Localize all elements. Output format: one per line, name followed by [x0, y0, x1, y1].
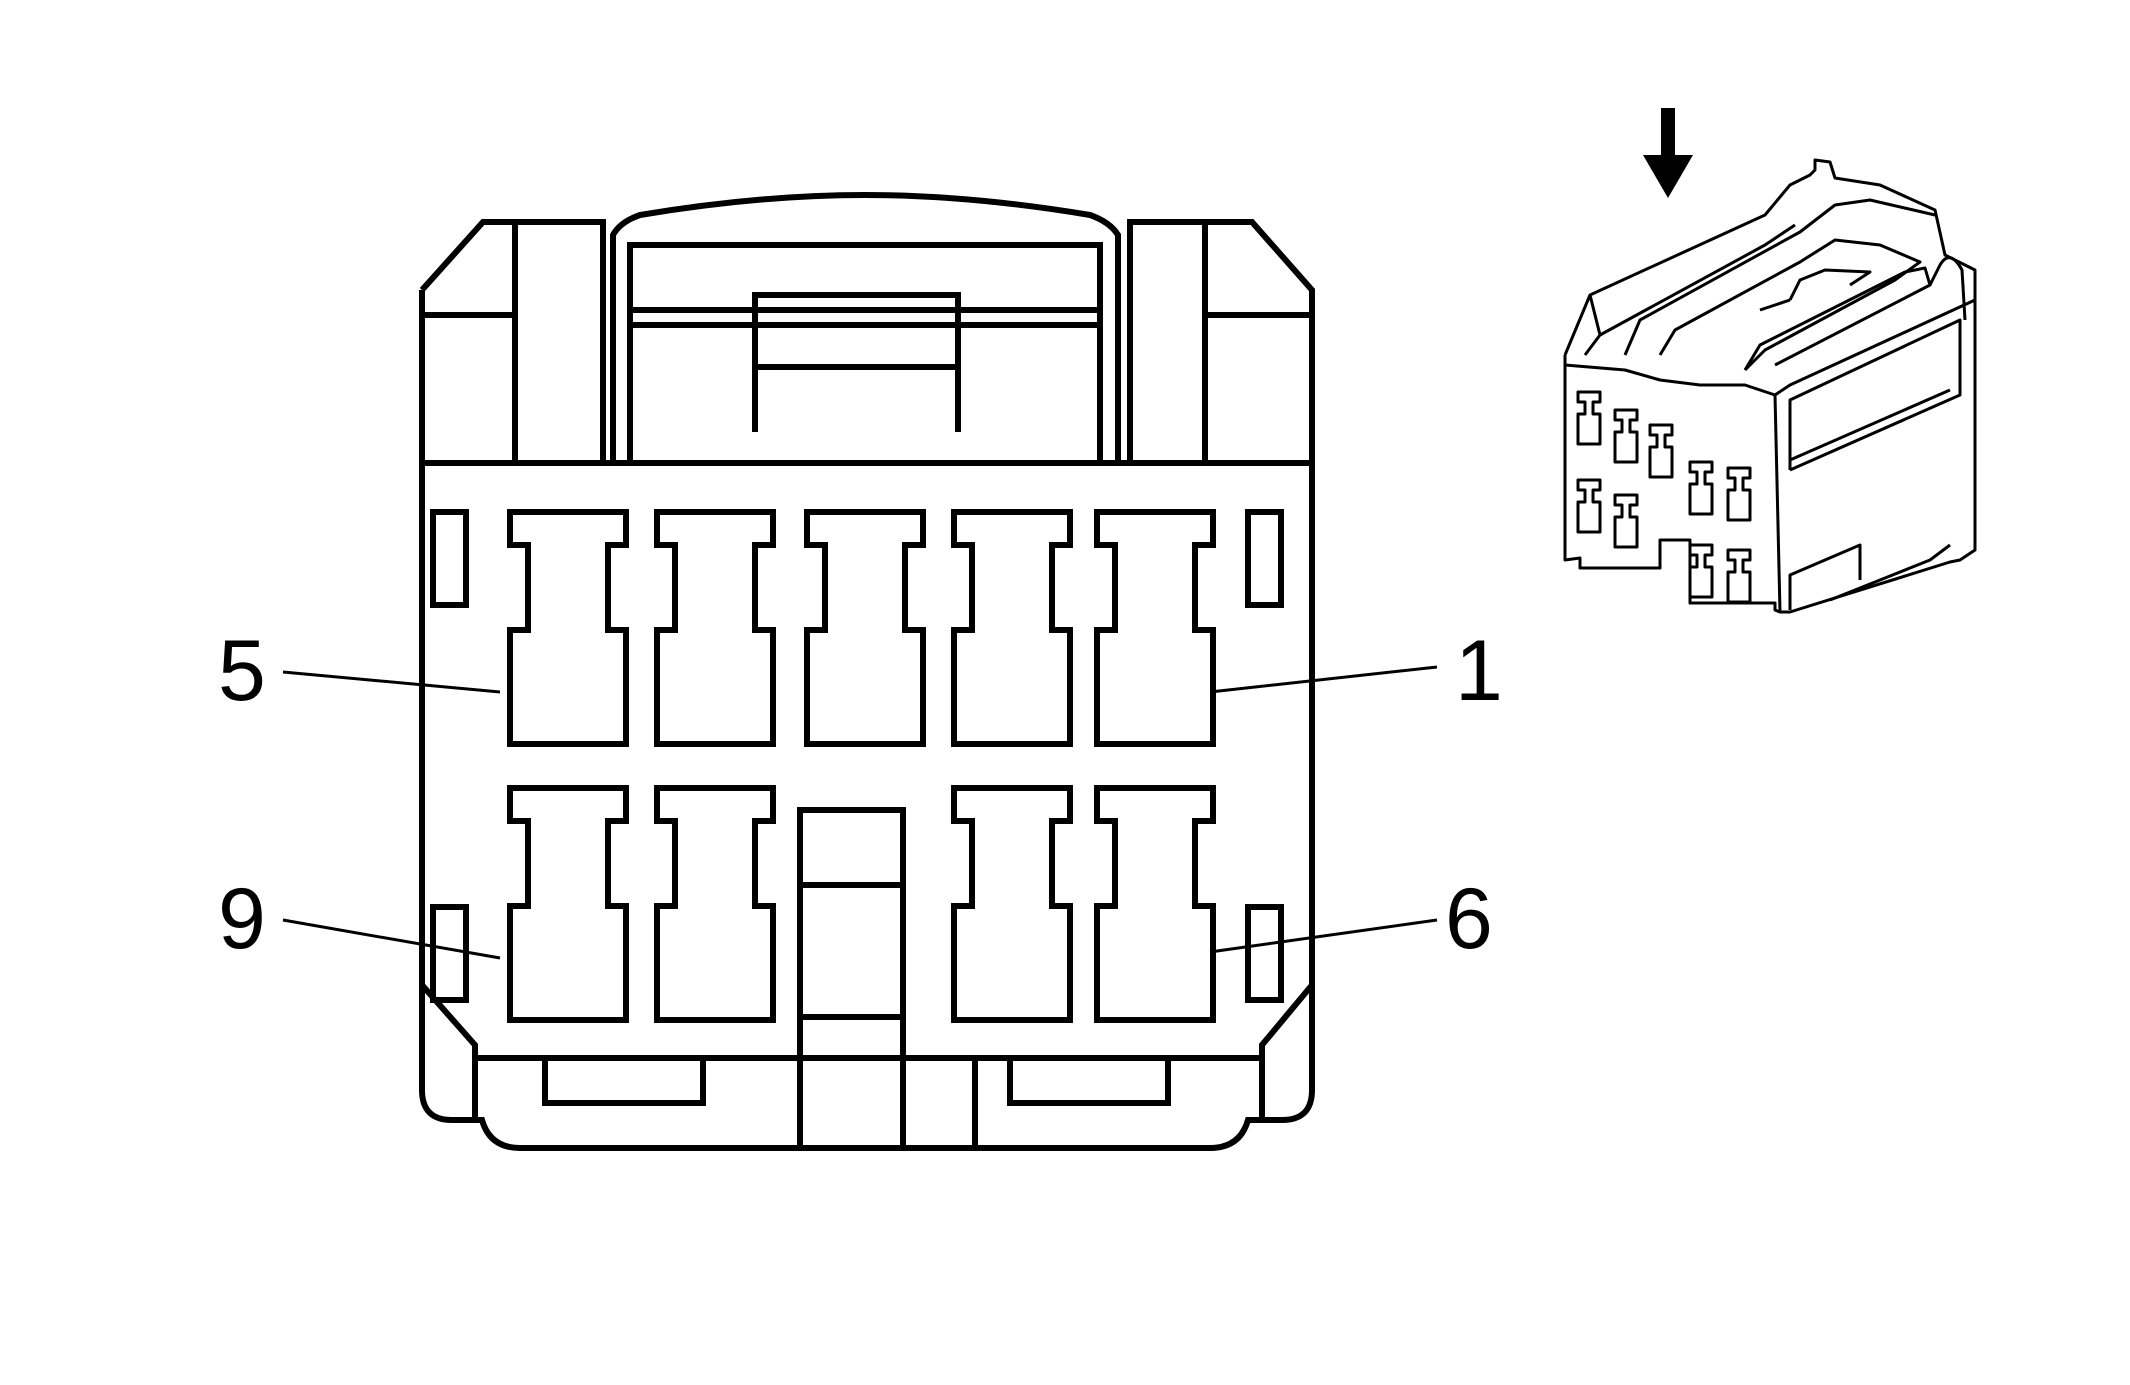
- iso-top-ridge-1: [1583, 223, 1796, 356]
- iso-cavity-row1-1: [1576, 390, 1602, 446]
- bottom-skirt: [419, 983, 1315, 1120]
- iso-cavity-row2-4: [1726, 548, 1752, 604]
- terminal-cavity-row2-9: [507, 785, 629, 1023]
- skirt-slot-right: [1007, 1055, 1171, 1106]
- terminal-cavity-row1-1: [1094, 509, 1216, 747]
- iso-cavity-row1-4: [1688, 460, 1714, 516]
- leader-line-pin5: [282, 670, 501, 694]
- iso-cavity-row2-1: [1576, 478, 1602, 534]
- pin-label-1: 1: [1455, 623, 1503, 719]
- iso-front-top-edge: [1564, 363, 1776, 397]
- iso-cavity-row2-2: [1613, 493, 1639, 549]
- latch-cap: [603, 191, 1130, 466]
- terminal-cavity-row1-2: [951, 509, 1073, 747]
- leader-line-pin1: [1209, 665, 1438, 694]
- iso-channel-inner: [1759, 268, 1872, 312]
- iso-side-lower-tab: [1788, 543, 1862, 610]
- iso-side-slot-inner: [1789, 388, 1951, 462]
- leader-line-pin9: [282, 918, 501, 960]
- iso-side-bottom: [1829, 543, 1951, 602]
- iso-top-surface: [1563, 158, 1977, 356]
- terminal-cavity-row1-4: [654, 509, 776, 747]
- terminal-cavity-row2-7: [951, 785, 1073, 1023]
- leader-line-pin6: [1209, 918, 1438, 954]
- iso-cavity-row1-5: [1726, 466, 1752, 522]
- pin-label-6: 6: [1445, 871, 1493, 967]
- connector-face-view: 5 1 9 6: [218, 191, 1503, 1151]
- latch-tab: [752, 292, 961, 432]
- down-arrow-icon: [1643, 108, 1693, 198]
- iso-right-rib: [1743, 266, 1932, 371]
- iso-side-slot: [1788, 318, 1962, 472]
- iso-right-side: [1773, 298, 1977, 614]
- iso-cavity-row1-2: [1613, 408, 1639, 464]
- side-notch-left-bottom: [430, 904, 469, 1003]
- latch-inner: [627, 242, 1103, 463]
- terminal-cavity-row2-6: [1094, 785, 1216, 1023]
- side-notch-right-bottom: [1245, 904, 1284, 1003]
- housing-outline: [419, 219, 1315, 1151]
- iso-cavity-row1-3: [1648, 423, 1674, 479]
- terminal-cavity-row1-5: [507, 509, 629, 747]
- center-key: [797, 807, 906, 1151]
- iso-top-ridge-2: [1623, 198, 1936, 356]
- iso-cavity-row2-3: [1688, 543, 1714, 599]
- terminal-cavities: [507, 509, 1216, 1023]
- connector-isometric-view: [1563, 108, 1977, 614]
- pin-label-9: 9: [218, 871, 266, 967]
- side-notch-left-top: [430, 509, 469, 608]
- iso-front-face: [1563, 355, 1781, 614]
- skirt-slot-left: [542, 1055, 706, 1106]
- iso-terminal-cavities: [1576, 390, 1752, 604]
- side-notch-right-top: [1245, 509, 1284, 608]
- iso-channel: [1658, 238, 1922, 372]
- terminal-cavity-row2-8: [654, 785, 776, 1023]
- terminal-cavity-row1-3: [804, 509, 926, 747]
- pin-label-5: 5: [218, 623, 266, 719]
- iso-right-hook: [1928, 256, 1967, 321]
